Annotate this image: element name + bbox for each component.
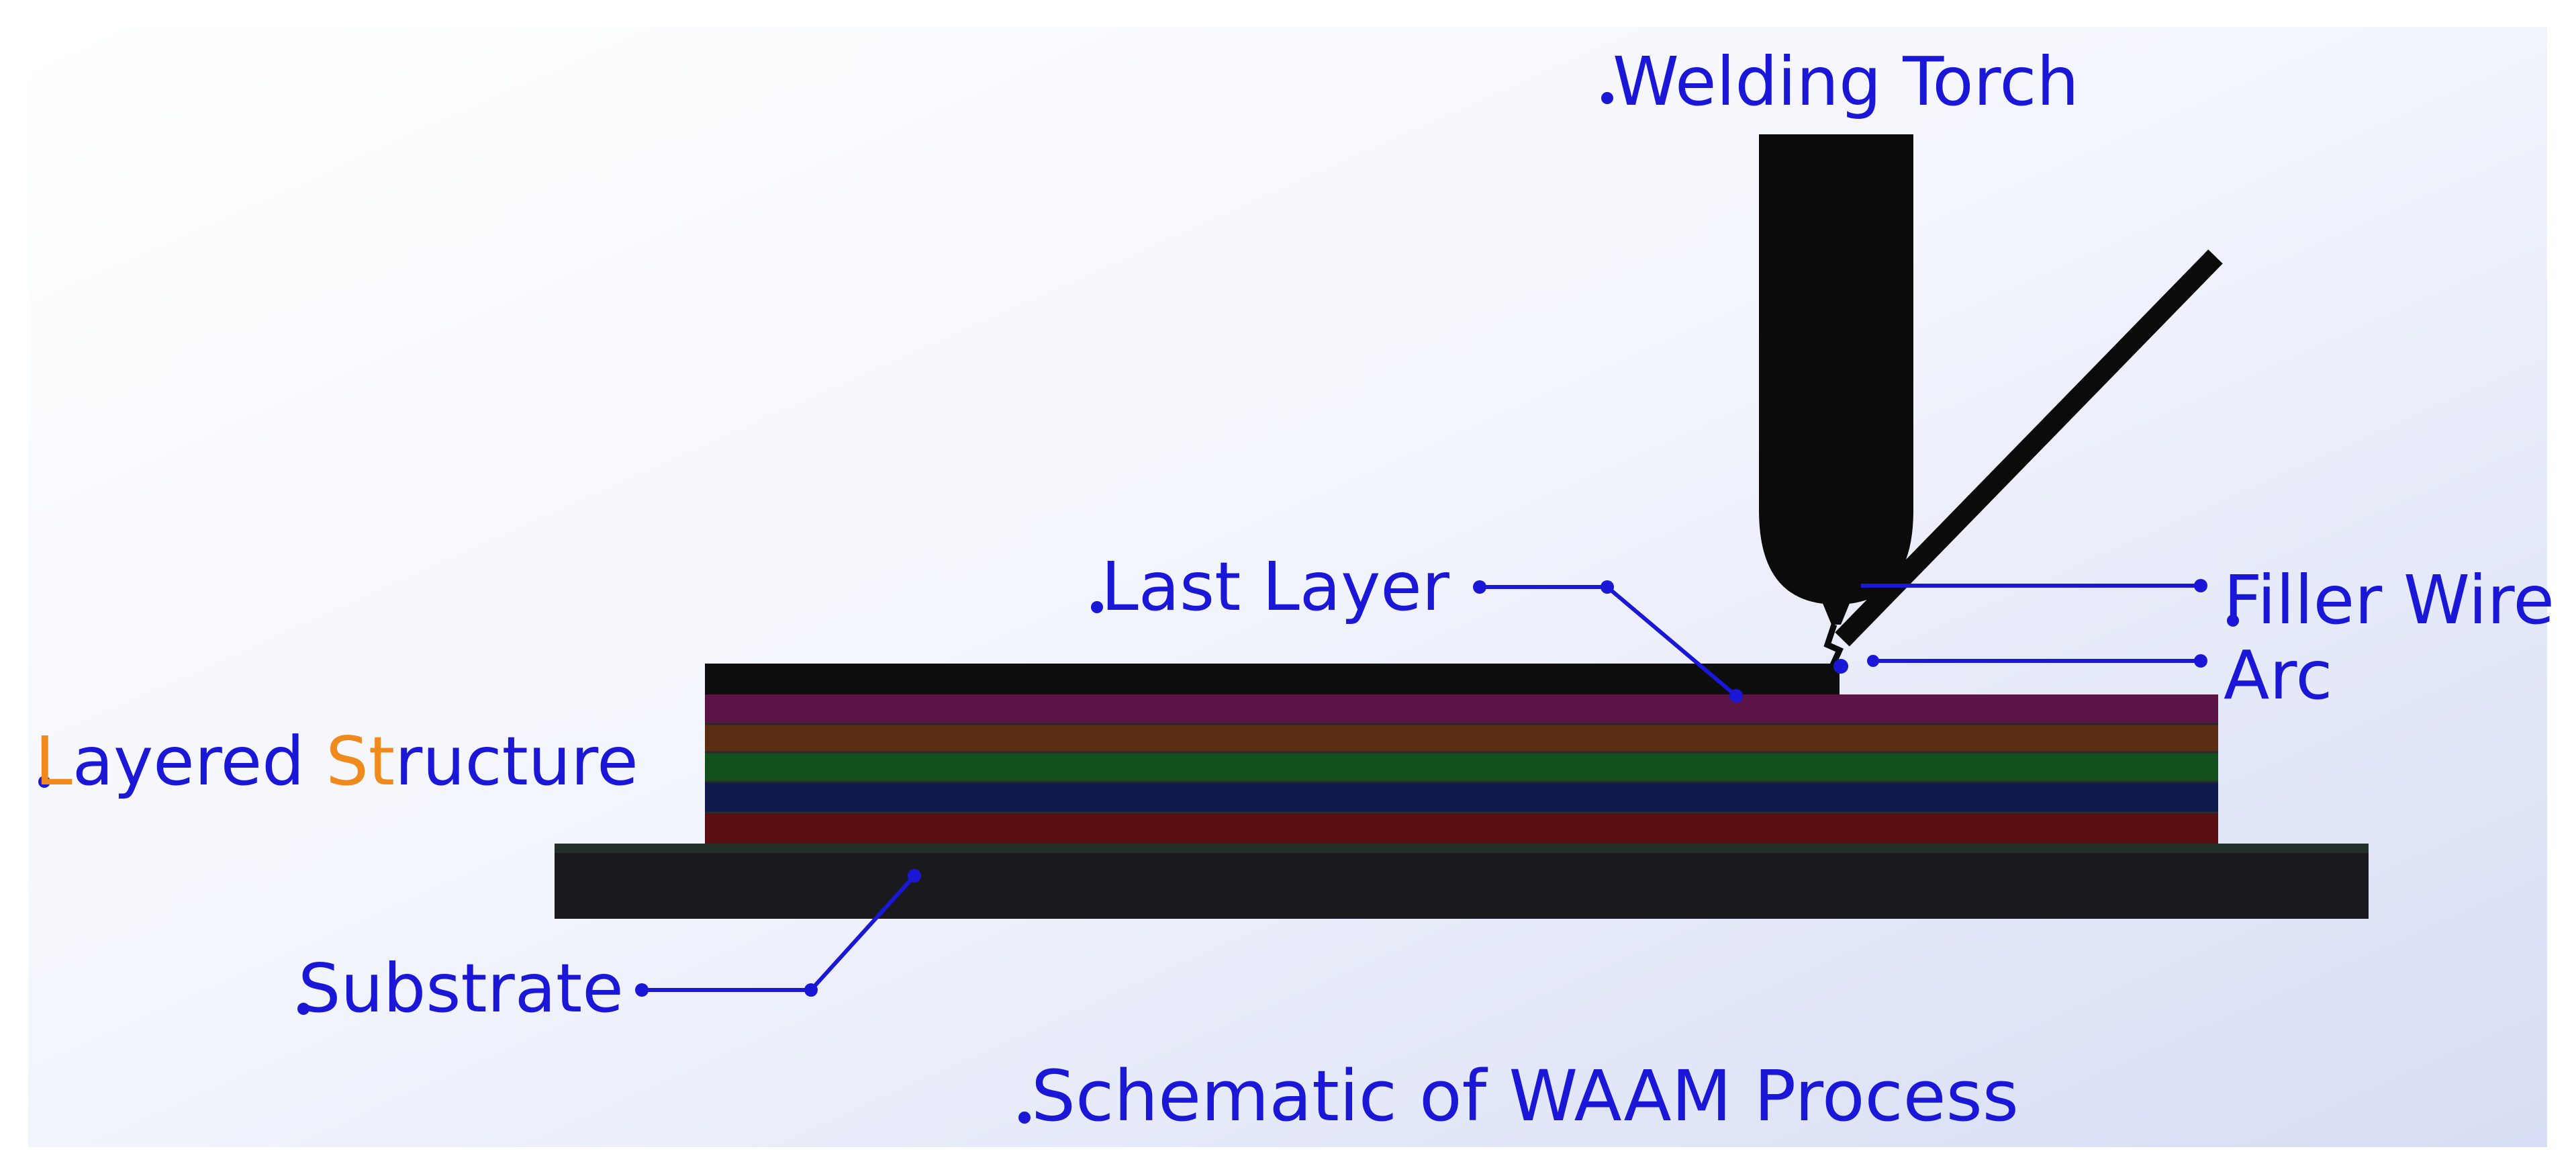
arc-leader-end [2194, 654, 2207, 668]
filler-wire-label-marker [2227, 615, 2239, 627]
torch-tip [1822, 602, 1850, 625]
substrate-top-edge [555, 844, 2369, 853]
layered-structure-word-ructure: ructure [395, 722, 638, 801]
diagram-caption: Schematic of WAAM Process [1031, 1055, 2019, 1137]
filler-wire-icon [1835, 249, 2223, 647]
welding-torch-icon [1759, 134, 1913, 604]
layered-structure-word-ayered: ayered [73, 722, 326, 801]
layer-green [705, 752, 2218, 782]
layer-magenta [705, 694, 2218, 724]
substrate-label-marker [297, 1003, 309, 1015]
caption-marker [1018, 1112, 1031, 1124]
filler-wire-label: Filler Wire [2224, 561, 2555, 639]
substrate-leader-start [635, 983, 649, 997]
welding-torch-marker [1601, 92, 1613, 104]
substrate-leader-end [908, 869, 921, 883]
last-layer-label: Last Layer [1101, 547, 1450, 626]
layered-structure-label: Layered Structure [35, 722, 638, 801]
last-layer-leader-end [1729, 689, 1743, 703]
layer-separators [705, 723, 2218, 814]
arc-leader-start [1833, 659, 1848, 674]
layer-navy [705, 782, 2218, 813]
layered-structure-initial-l: L [35, 722, 73, 801]
layered-structure-marker [38, 776, 50, 788]
last-layer [705, 664, 1840, 694]
last-layer-leader-joint [1601, 580, 1614, 594]
substrate-label: Substrate [298, 949, 624, 1028]
layer-brown [705, 724, 2218, 752]
layer-red [705, 813, 2218, 844]
substrate-leader-joint [804, 983, 818, 997]
welding-torch-label: Welding Torch [1613, 42, 2079, 121]
substrate-plate [555, 844, 2369, 919]
arc-label: Arc [2224, 636, 2332, 715]
arc-shape [1823, 623, 1844, 666]
last-layer-label-marker [1091, 601, 1103, 613]
layered-structure-initial-st: St [326, 722, 395, 801]
arc-leader-joint [1867, 655, 1879, 667]
filler-wire-leader-end [2194, 579, 2207, 592]
